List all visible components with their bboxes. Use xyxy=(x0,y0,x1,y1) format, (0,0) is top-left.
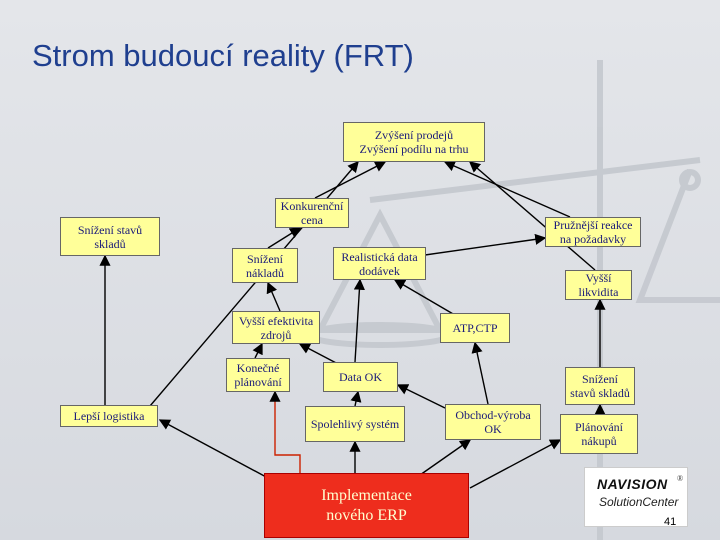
node-snizeni-nakladu: Snížení nákladů xyxy=(232,248,298,283)
page-number: 41 xyxy=(664,516,677,528)
node-pruznejsi-reakce: Pružnější reakce na požadavky xyxy=(545,217,641,247)
edge-obchod-to-dataok xyxy=(396,384,446,409)
logo-subtitle: SolutionCenter xyxy=(599,495,679,509)
edge-implementace-to-obchod xyxy=(419,439,472,476)
edge-dataok-to-efektivita xyxy=(298,343,341,366)
edge-konkurencni-to-prodeje xyxy=(314,161,387,199)
node-lepsi-logistika: Lepší logistika xyxy=(60,405,158,427)
node-zvyseni-prodeju: Zvýšení prodejů Zvýšení podílu na trhu xyxy=(343,122,485,162)
node-konkurencni-cena: Konkurenční cena xyxy=(275,198,349,228)
edge-spolehlivy-to-dataok xyxy=(350,390,362,407)
node-snizeni-stavu-skladu-right: Snížení stavů skladů xyxy=(565,367,635,405)
edge-realisticka-to-pruznejsi xyxy=(424,233,547,256)
node-realisticka-data: Realistická data dodávek xyxy=(333,247,426,280)
logo-registered-mark: ® xyxy=(677,474,684,483)
edge-implementace-to-planovani xyxy=(469,439,562,489)
node-planovani-nakupu: Plánování nákupů xyxy=(560,414,638,454)
node-spolehlivy-system: Spolehlivý systém xyxy=(305,406,405,442)
page-title: Strom budoucí reality (FRT) xyxy=(32,38,414,73)
node-konecne-planovani: Konečné plánování xyxy=(226,358,290,392)
node-snizeni-stavu-skladu-left: Snížení stavů skladů xyxy=(60,217,160,256)
edge-likvidita-to-prodeje xyxy=(468,161,596,271)
edge-efektivita-to-nakladu xyxy=(266,281,281,312)
node-implementace-erp: Implementace nového ERP xyxy=(264,473,469,538)
node-obchod-vyroba: Obchod-výroba OK xyxy=(445,404,541,440)
node-data-ok: Data OK xyxy=(323,362,398,392)
logo-brand: NAVISION xyxy=(597,476,668,492)
edge-implementace-to-konecne xyxy=(269,390,301,473)
edge-dataok-to-realisticka xyxy=(353,278,365,363)
node-vyssi-efektivita: Vyšší efektivita zdrojů xyxy=(232,311,320,344)
edge-obchod-to-atp xyxy=(471,341,489,405)
node-vyssi-likvidita: Vyšší likvidita xyxy=(565,270,632,300)
edge-konecne-to-efektivita xyxy=(252,342,263,359)
edge-nakladu-to-konkurencni xyxy=(267,227,302,249)
node-atp-ctp: ATP,CTP xyxy=(440,313,510,343)
edge-pruznejsi-to-prodeje xyxy=(443,160,571,218)
edge-atp-to-realisticka xyxy=(393,279,461,319)
navision-logo: NAVISION ® SolutionCenter xyxy=(584,467,688,527)
edge-implementace-to-logistika xyxy=(158,419,269,479)
